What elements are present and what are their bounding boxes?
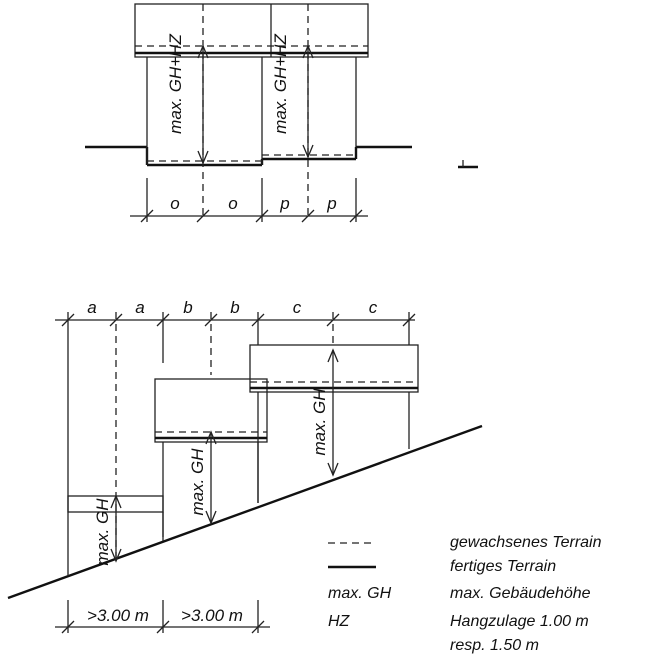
dim-label-p-2: p	[326, 194, 336, 213]
bottom-section: a a b b c c max. GH max. GH max. GH	[7, 298, 483, 634]
building-3-roof	[249, 344, 419, 393]
dim-label-b-1: b	[183, 298, 192, 317]
dim-label-3m-2: >3.00 m	[181, 606, 243, 625]
dim-label-3m-1: >3.00 m	[87, 606, 149, 625]
top-height-label-1: max. GH+HZ	[166, 34, 185, 134]
top-section: max. GH+HZ max. GH+HZ o o p p	[85, 3, 478, 223]
dim-label-a-1: a	[87, 298, 96, 317]
dim-label-p-1: p	[279, 194, 289, 213]
legend-text-alt-surcharge: resp. 1.50 m	[450, 637, 539, 654]
dim-label-b-2: b	[230, 298, 239, 317]
legend-key-hz: HZ	[328, 613, 351, 630]
top-roof-block	[134, 3, 369, 58]
dim-label-c-2: c	[369, 298, 378, 317]
dim-label-o-1: o	[170, 194, 179, 213]
dim-label-o-2: o	[228, 194, 237, 213]
dim-label-c-1: c	[293, 298, 302, 317]
legend-text-natural-terrain: gewachsenes Terrain	[450, 534, 602, 551]
building-2-height-label: max. GH	[188, 448, 207, 516]
building-3-height-label: max. GH	[310, 388, 329, 456]
building-1-height-label: max. GH	[93, 498, 112, 566]
dim-label-a-2: a	[135, 298, 144, 317]
legend-key-max-gh: max. GH	[328, 585, 392, 602]
legend-text-building-height: max. Gebäudehöhe	[450, 585, 591, 602]
slope-terrain	[7, 424, 483, 600]
legend: gewachsenes Terrain fertiges Terrain max…	[328, 534, 602, 654]
top-height-label-2: max. GH+HZ	[271, 34, 290, 134]
legend-text-slope-surcharge: Hangzulage 1.00 m	[450, 613, 589, 630]
legend-text-finished-terrain: fertiges Terrain	[450, 558, 556, 575]
